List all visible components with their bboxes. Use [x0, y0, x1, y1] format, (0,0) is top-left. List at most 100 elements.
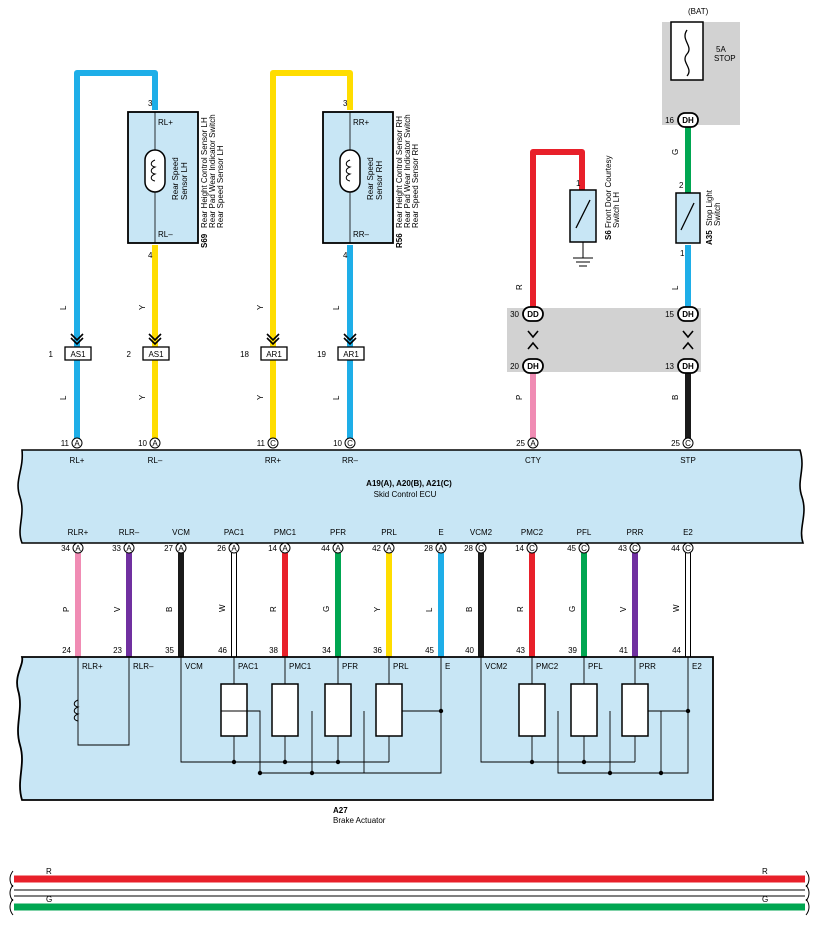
junction-dh_bottom_right-pin: 13: [665, 362, 674, 371]
legend-break-left: [9, 884, 14, 902]
ecu-bottom-pin-label: PRL: [381, 528, 397, 537]
legend-break-right: [805, 898, 810, 916]
ecu-bottom-pin-num: 27: [164, 544, 173, 553]
actuator-code: A27: [333, 806, 348, 815]
ecu-bottom-pin-num: 44: [321, 544, 330, 553]
ecu-top-pin-label: RR+: [265, 456, 282, 465]
ecu-bottom-pin-label: PAC1: [224, 528, 245, 537]
sensor-rh-coil-label: Sensor RH: [375, 161, 384, 200]
wire-color-label: G: [671, 149, 680, 155]
junction-dh_bottom_left: [522, 358, 544, 374]
junction-dot: [658, 770, 664, 776]
ecu-bottom-pin-11-letter: C: [632, 544, 638, 553]
legend-label-left: R: [46, 867, 52, 876]
actuator-pin-num: 41: [619, 646, 628, 655]
wire-color-label: Y: [256, 394, 265, 400]
wire-color-label: G: [322, 606, 331, 612]
junction-as1_b-box: [142, 346, 170, 361]
ecu-top-pin-num: 11: [257, 439, 266, 448]
solenoid-valve: [518, 683, 546, 737]
ecu-top-pin-label: STP: [680, 456, 696, 465]
ecu-bottom-pin-label: E2: [683, 528, 693, 537]
actuator-pin-num: 43: [516, 646, 525, 655]
ecu-top-pin-num: 25: [516, 439, 525, 448]
ecu-top-pin-num: 10: [333, 439, 342, 448]
ecu-bottom-pin-7: [435, 542, 447, 554]
actuator-pin-label: PRL: [393, 662, 409, 671]
ecu-top-pin-2-letter: C: [270, 439, 276, 448]
actuator-name: Brake Actuator: [333, 816, 386, 825]
rlr-circuit: [77, 657, 130, 746]
actuator-pin-label: RLR+: [82, 662, 103, 671]
actuator-pin-label: PFR: [342, 662, 358, 671]
ecu-bottom-pin-9: [526, 542, 538, 554]
ecu-bottom-pin-10-letter: C: [581, 544, 587, 553]
junction-as1_a-chevron: [70, 333, 84, 346]
sensor-lh-pin-top: 3: [148, 99, 153, 108]
actuator-pin-num: 35: [165, 646, 174, 655]
wire-color-label: L: [671, 285, 680, 290]
wire-color-label: W: [218, 604, 227, 612]
solenoid-valve: [220, 683, 248, 737]
junction-dot: [257, 770, 263, 776]
ecu-top-pin-label: RL+: [70, 456, 85, 465]
sensor-lh-coil-glyph: [150, 159, 157, 182]
actuator-pin-label: RLR–: [133, 662, 154, 671]
ecu-bottom-pin-num: 43: [618, 544, 627, 553]
sensor-lh-top-label: RL+: [158, 118, 173, 127]
ecu-top-pin-3: [344, 437, 356, 449]
actuator-pin-num: 36: [373, 646, 382, 655]
ecu-bottom-pin-label: VCM2: [470, 528, 493, 537]
legend-break-left: [9, 870, 14, 888]
solenoid-valve: [375, 683, 403, 737]
ecu-bottom-pin-num: 26: [217, 544, 226, 553]
junction-dot: [438, 708, 444, 714]
stop-switch-code: A35: [705, 230, 714, 245]
ecu-top-pin-3-letter: C: [347, 439, 353, 448]
stop-switch-pin-bottom: 1: [680, 249, 685, 258]
actuator-pin-label: VCM2: [485, 662, 508, 671]
actuator-pin-num: 23: [113, 646, 122, 655]
ecu-bottom-pin-9-letter: C: [529, 544, 535, 553]
ecu-bottom-pin-12-letter: C: [685, 544, 691, 553]
sensor-lh-bottom-label: RL–: [158, 230, 173, 239]
junction-dot: [581, 759, 587, 765]
ecu-bottom-pin-8: [475, 542, 487, 554]
door-switch-box: [569, 189, 597, 243]
wire-color-label: Y: [256, 304, 265, 310]
legend-label-left: G: [46, 895, 52, 904]
sensor-lh-name: Rear Height Control Sensor LH: [200, 117, 209, 228]
ecu-top-pin-2: [267, 437, 279, 449]
fuse-box: [670, 21, 704, 81]
junction-as1_b-chevron: [148, 333, 162, 346]
ecu-bottom-pin-8-letter: C: [478, 544, 484, 553]
ecu-top-pin-0-letter: A: [74, 439, 80, 448]
ecu-bottom-pin-label: E: [438, 528, 443, 537]
fuse-name: STOP: [714, 54, 736, 63]
ecu-bottom-pin-num: 44: [671, 544, 680, 553]
junction-as1_b-pin: 2: [127, 350, 132, 359]
ecu-bottom-pin-5: [332, 542, 344, 554]
wire-color-label: V: [619, 606, 628, 612]
wire-color-label: B: [465, 607, 474, 612]
sensor-rh-pin-top: 3: [343, 99, 348, 108]
wire-rl-plus: [74, 70, 158, 445]
ecu-top-pin-num: 25: [671, 439, 680, 448]
wire-color-label: Y: [138, 304, 147, 310]
ecu-bottom-pin-2: [175, 542, 187, 554]
junction-arrow: [527, 330, 539, 350]
ecu-top-pin-5-letter: C: [685, 439, 691, 448]
ecu-bottom-pin-num: 14: [515, 544, 524, 553]
wire-color-label: R: [515, 284, 524, 290]
ecu-bottom-pin-label: RLR+: [68, 528, 89, 537]
junction-dot: [231, 759, 237, 765]
wire-color-label: L: [332, 395, 341, 400]
ecu-bottom-pin-1-letter: A: [126, 544, 132, 553]
junction-ar1_b-name: AR1: [343, 350, 359, 359]
door-switch-name: Front Door Courtesy: [604, 156, 613, 228]
junction-dh_top: [677, 306, 699, 322]
junction-dh_bottom_left-label: DH: [527, 362, 539, 371]
ecu-bottom-pin-5-letter: A: [335, 544, 341, 553]
